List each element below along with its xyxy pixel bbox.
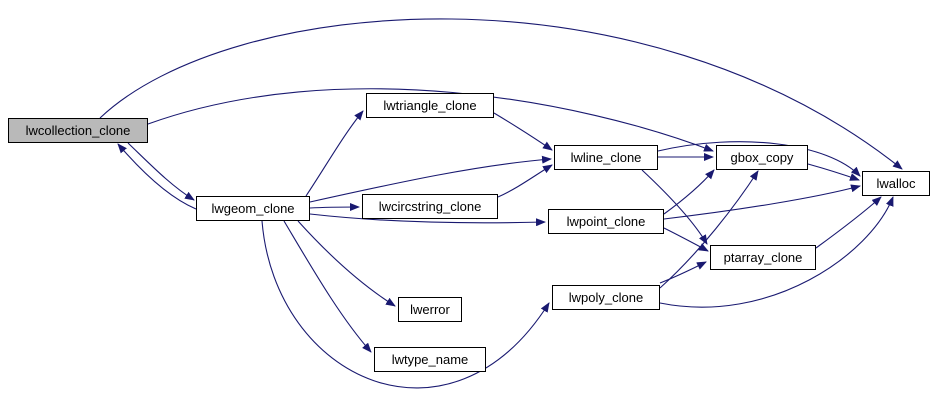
edge-lwpoint_clone-to-ptarray_clone: [663, 227, 709, 252]
graph-node-lwalloc[interactable]: lwalloc: [862, 171, 930, 196]
graph-node-lwtriangle_clone[interactable]: lwtriangle_clone: [366, 93, 494, 118]
edge-lwgeom_clone-to-lwpoint_clone: [309, 213, 546, 227]
edge-lwgeom_clone-to-lwerror: [297, 220, 396, 307]
graph-node-lwpoint_clone[interactable]: lwpoint_clone: [548, 209, 664, 234]
edge-lwgeom_clone-to-lwline_clone: [309, 155, 552, 203]
graph-node-ptarray_clone[interactable]: ptarray_clone: [710, 245, 816, 270]
edge-lwpoly_clone-to-ptarray_clone: [659, 261, 707, 284]
edge-lwline_clone-to-lwalloc: [657, 141, 861, 177]
graph-node-lwcollection_clone[interactable]: lwcollection_clone: [8, 118, 148, 143]
graph-node-lwpoly_clone[interactable]: lwpoly_clone: [552, 285, 660, 310]
edge-lwpoint_clone-to-gbox_copy: [663, 169, 715, 215]
graph-node-lwcircstring_clone[interactable]: lwcircstring_clone: [362, 194, 498, 219]
edge-lwtriangle_clone-to-lwline_clone: [493, 112, 553, 151]
edge-lwline_clone-to-ptarray_clone: [641, 169, 708, 245]
graph-node-gbox_copy[interactable]: gbox_copy: [716, 145, 808, 170]
edge-lwgeom_clone-to-lwpoly_clone: [261, 220, 550, 389]
edge-lwgeom_clone-to-lwtriangle_clone: [305, 110, 364, 197]
edge-lwpoly_clone-to-lwalloc: [659, 196, 894, 308]
edge-lwgeom_clone-to-lwcircstring_clone: [309, 203, 360, 212]
graph-node-lwline_clone[interactable]: lwline_clone: [554, 145, 658, 170]
graph-node-lwerror[interactable]: lwerror: [398, 297, 462, 322]
edge-lwcollection_clone-to-lwalloc: [99, 18, 903, 170]
graph-node-lwgeom_clone[interactable]: lwgeom_clone: [196, 196, 310, 221]
edge-gbox_copy-to-lwalloc: [807, 163, 860, 181]
edge-ptarray_clone-to-lwalloc: [815, 196, 882, 249]
edge-lwpoly_clone-to-gbox_copy: [659, 170, 759, 289]
edge-lwcollection_clone-to-gbox_copy: [147, 88, 714, 152]
edge-lwcircstring_clone-to-lwline_clone: [497, 164, 553, 198]
edge-lwgeom_clone-to-lwcollection_clone: [117, 143, 197, 210]
edge-lwpoint_clone-to-lwalloc: [663, 184, 861, 220]
edge-lwgeom_clone-to-lwtype_name: [283, 220, 372, 353]
graph-node-lwtype_name[interactable]: lwtype_name: [374, 347, 486, 372]
edge-lwcollection_clone-to-lwgeom_clone: [127, 142, 195, 201]
